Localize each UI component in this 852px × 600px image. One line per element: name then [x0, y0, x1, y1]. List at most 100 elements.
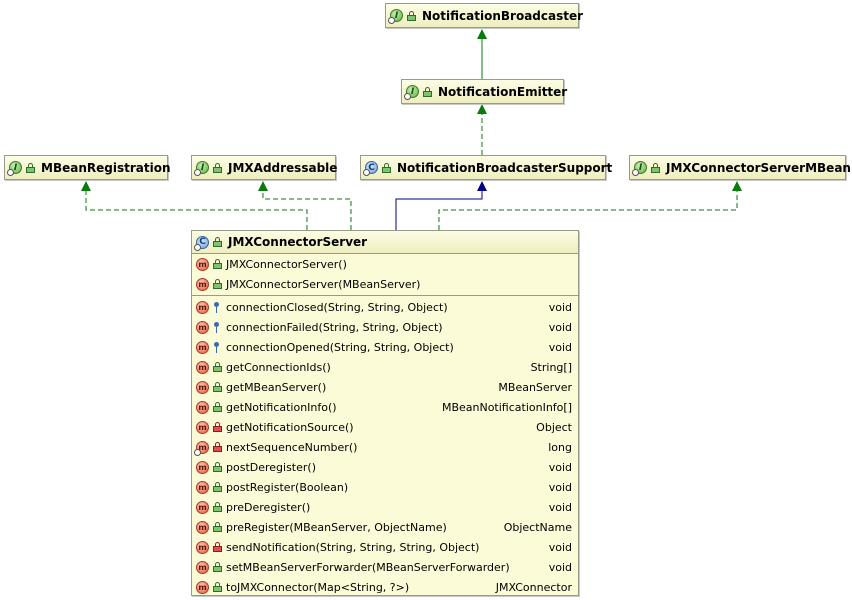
interface-icon: I — [388, 9, 403, 24]
method-icon: m — [196, 560, 209, 574]
method-icon: m — [196, 400, 209, 414]
class-icon: C — [363, 161, 378, 176]
method-row[interactable]: m setMBeanServerForwarder(MBeanServerFor… — [192, 557, 578, 577]
constructor-row[interactable]: m JMXConnectorServer(MBeanServer) — [192, 274, 578, 294]
method-signature: sendNotification(String, String, String,… — [226, 540, 480, 554]
public-lock-icon — [213, 582, 222, 592]
node-mbean-registration[interactable]: I MBeanRegistration — [4, 155, 170, 180]
method-return-type: MBeanNotificationInfo[] — [441, 400, 572, 414]
method-signature: nextSequenceNumber() — [226, 440, 358, 454]
relation-server-jmxaddressable — [258, 181, 352, 230]
public-lock-icon — [382, 162, 391, 173]
method-row[interactable]: m getNotificationSource() Object — [192, 417, 578, 437]
node-notification-broadcaster-support[interactable]: C NotificationBroadcasterSupport — [360, 155, 612, 180]
method-return-type: Object — [536, 420, 572, 434]
public-lock-icon — [213, 502, 222, 512]
method-return-type: void — [548, 500, 572, 514]
method-row[interactable]: m nextSequenceNumber() long — [192, 437, 578, 457]
abstract-class-icon: C — [194, 235, 209, 251]
method-signature: setMBeanServerForwarder(MBeanServerForwa… — [226, 560, 510, 574]
interface-icon: I — [404, 85, 419, 100]
method-row[interactable]: m sendNotification(String, String, Strin… — [192, 537, 578, 557]
method-signature: postDeregister() — [226, 460, 316, 474]
method-row[interactable]: m preRegister(MBeanServer, ObjectName) O… — [192, 517, 578, 537]
public-lock-icon — [213, 162, 222, 173]
interface-icon: I — [194, 161, 209, 176]
method-signature: getNotificationSource() — [226, 420, 354, 434]
constructor-row[interactable]: m JMXConnectorServer() — [192, 254, 578, 274]
constructor-signature: JMXConnectorServer(MBeanServer) — [226, 277, 421, 291]
public-lock-icon — [213, 482, 222, 492]
relation-emitter-broadcaster — [477, 29, 487, 79]
private-lock-icon — [213, 442, 222, 452]
method-signature: connectionClosed(String, String, Object) — [226, 300, 448, 314]
method-signature: getNotificationInfo() — [226, 400, 337, 414]
relation-server-support — [395, 181, 487, 230]
package-visibility-icon — [213, 301, 220, 313]
method-icon: m — [196, 480, 209, 494]
public-lock-icon — [213, 237, 222, 247]
method-return-type: String[] — [530, 360, 572, 374]
method-icon: m — [196, 380, 209, 394]
package-visibility-icon — [213, 321, 220, 333]
relation-server-mbean — [438, 181, 742, 230]
interface-icon: I — [632, 161, 647, 176]
method-icon: m — [196, 500, 209, 514]
method-row[interactable]: m postDeregister() void — [192, 457, 578, 477]
node-notification-emitter[interactable]: I NotificationEmitter — [401, 79, 568, 104]
method-row[interactable]: m preDeregister() void — [192, 497, 578, 517]
method-return-type: JMXConnector — [495, 580, 572, 594]
class-header[interactable]: C JMXConnectorServer — [192, 231, 578, 254]
method-row[interactable]: m connectionFailed(String, String, Objec… — [192, 317, 578, 337]
public-lock-icon — [651, 162, 660, 173]
interface-icon: I — [7, 161, 22, 176]
method-row[interactable]: m toJMXConnector(Map<String, ?>) JMXConn… — [192, 577, 578, 597]
method-return-type: void — [548, 460, 572, 474]
node-label: NotificationEmitter — [438, 84, 568, 99]
method-signature: preRegister(MBeanServer, ObjectName) — [226, 520, 447, 534]
private-lock-icon — [213, 422, 222, 432]
public-lock-icon — [213, 562, 222, 572]
method-icon: m — [196, 360, 209, 374]
method-icon: m — [196, 257, 209, 271]
method-row[interactable]: m connectionOpened(String, String, Objec… — [192, 337, 578, 357]
method-signature: preDeregister() — [226, 500, 311, 514]
method-icon: m — [196, 300, 209, 314]
class-jmx-connector-server[interactable]: C JMXConnectorServer m JMXConnectorServe… — [191, 230, 579, 596]
method-icon: m — [196, 460, 209, 474]
method-signature: connectionFailed(String, String, Object) — [226, 320, 443, 334]
method-icon: m — [196, 540, 209, 554]
node-notification-broadcaster[interactable]: I NotificationBroadcaster — [385, 3, 583, 28]
method-return-type: void — [548, 480, 572, 494]
node-label: JMXAddressable — [228, 160, 338, 175]
method-icon: m — [196, 320, 209, 334]
method-return-type: ObjectName — [503, 520, 572, 534]
method-row[interactable]: m getConnectionIds() String[] — [192, 357, 578, 377]
public-lock-icon — [423, 86, 432, 97]
method-row[interactable]: m connectionClosed(String, String, Objec… — [192, 297, 578, 317]
method-icon: m — [196, 340, 209, 354]
node-label: NotificationBroadcaster — [422, 8, 584, 23]
public-lock-icon — [26, 162, 35, 173]
method-row[interactable]: m getNotificationInfo() MBeanNotificatio… — [192, 397, 578, 417]
method-return-type: void — [548, 320, 572, 334]
node-jmx-connector-server-mbean[interactable]: I JMXConnectorServerMBean — [629, 155, 851, 180]
public-lock-icon — [213, 259, 222, 269]
method-icon: m — [196, 420, 209, 434]
node-jmx-addressable[interactable]: I JMXAddressable — [191, 155, 338, 180]
method-icon: m — [196, 580, 209, 594]
method-row[interactable]: m postRegister(Boolean) void — [192, 477, 578, 497]
method-row[interactable]: m getMBeanServer() MBeanServer — [192, 377, 578, 397]
public-lock-icon — [213, 402, 222, 412]
method-signature: getConnectionIds() — [226, 360, 331, 374]
node-label: NotificationBroadcasterSupport — [397, 160, 613, 175]
methods-section: m connectionClosed(String, String, Objec… — [192, 297, 578, 597]
package-visibility-icon — [213, 341, 220, 353]
private-lock-icon — [213, 542, 222, 552]
public-lock-icon — [213, 382, 222, 392]
method-return-type: void — [548, 560, 572, 574]
public-lock-icon — [213, 279, 222, 289]
method-icon: m — [196, 520, 209, 534]
method-return-type: void — [548, 340, 572, 354]
